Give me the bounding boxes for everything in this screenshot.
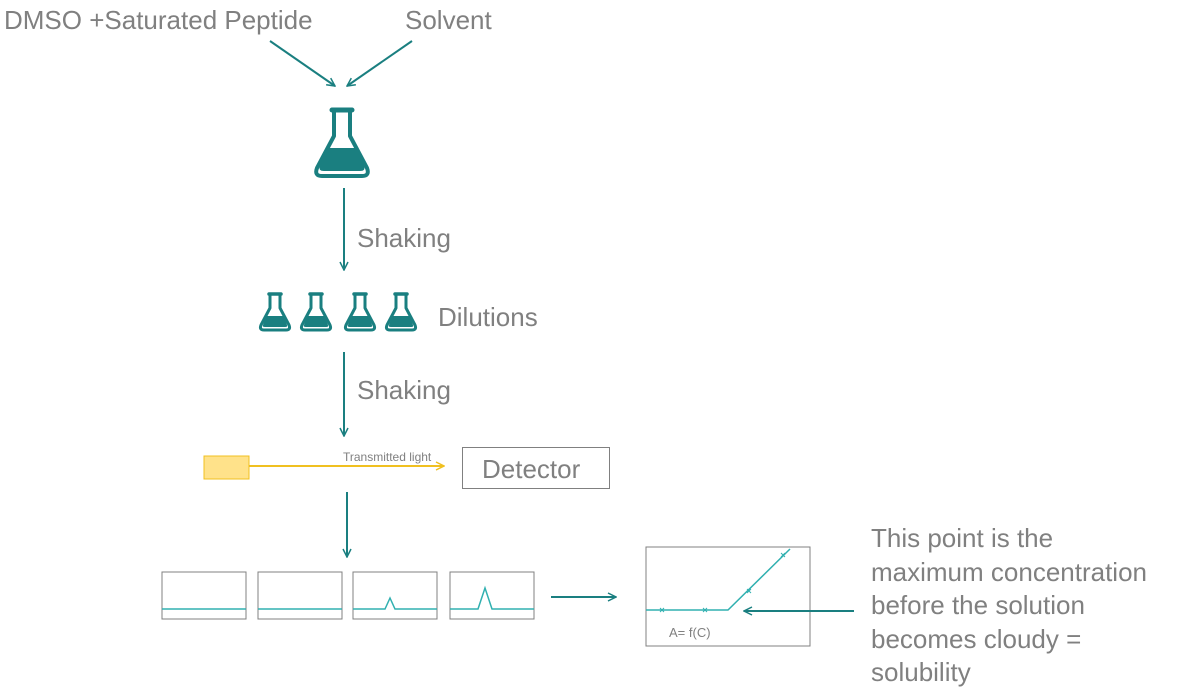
- signal-panel-1: [161, 571, 247, 620]
- input-label-dmso-peptide: DMSO +Saturated Peptide: [4, 5, 313, 35]
- input-label-solvent: Solvent: [405, 5, 492, 35]
- beam-label: Transmitted light: [343, 450, 432, 464]
- dilution-flask-icon-2: [299, 292, 333, 332]
- detector-box: Detector: [462, 447, 610, 489]
- note-line-2: maximum concentration: [871, 556, 1147, 587]
- step-label-shaking-2: Shaking: [357, 375, 451, 405]
- dilution-flask-icon-1: [258, 292, 292, 332]
- step-label-shaking-1: Shaking: [357, 223, 451, 253]
- step-label-dilutions: Dilutions: [438, 302, 538, 332]
- signal-panel-4: [449, 571, 535, 620]
- solubility-note: This point is the maximum concentration …: [871, 522, 1181, 690]
- input-arrow-left: [269, 40, 335, 86]
- input-arrow-right: [347, 40, 413, 86]
- note-line-4: becomes cloudy =: [871, 623, 1082, 654]
- dilution-flask-icon-4: [384, 292, 418, 332]
- erlenmeyer-flask-icon: [314, 107, 370, 178]
- data-marker: [659, 552, 786, 613]
- solubility-curve: [646, 548, 791, 611]
- note-line-5: solubility: [871, 657, 971, 687]
- note-line-1: This point is the: [871, 523, 1054, 553]
- solubility-plot: [645, 546, 811, 647]
- signal-panel-3: [352, 571, 438, 620]
- plot-formula-label: A= f(C): [669, 625, 711, 640]
- note-line-3: before the solution: [871, 590, 1085, 620]
- signal-panel-2: [257, 571, 343, 620]
- light-source-icon: [203, 455, 250, 480]
- dilution-flask-icon-3: [343, 292, 377, 332]
- detector-label: Detector: [482, 454, 581, 484]
